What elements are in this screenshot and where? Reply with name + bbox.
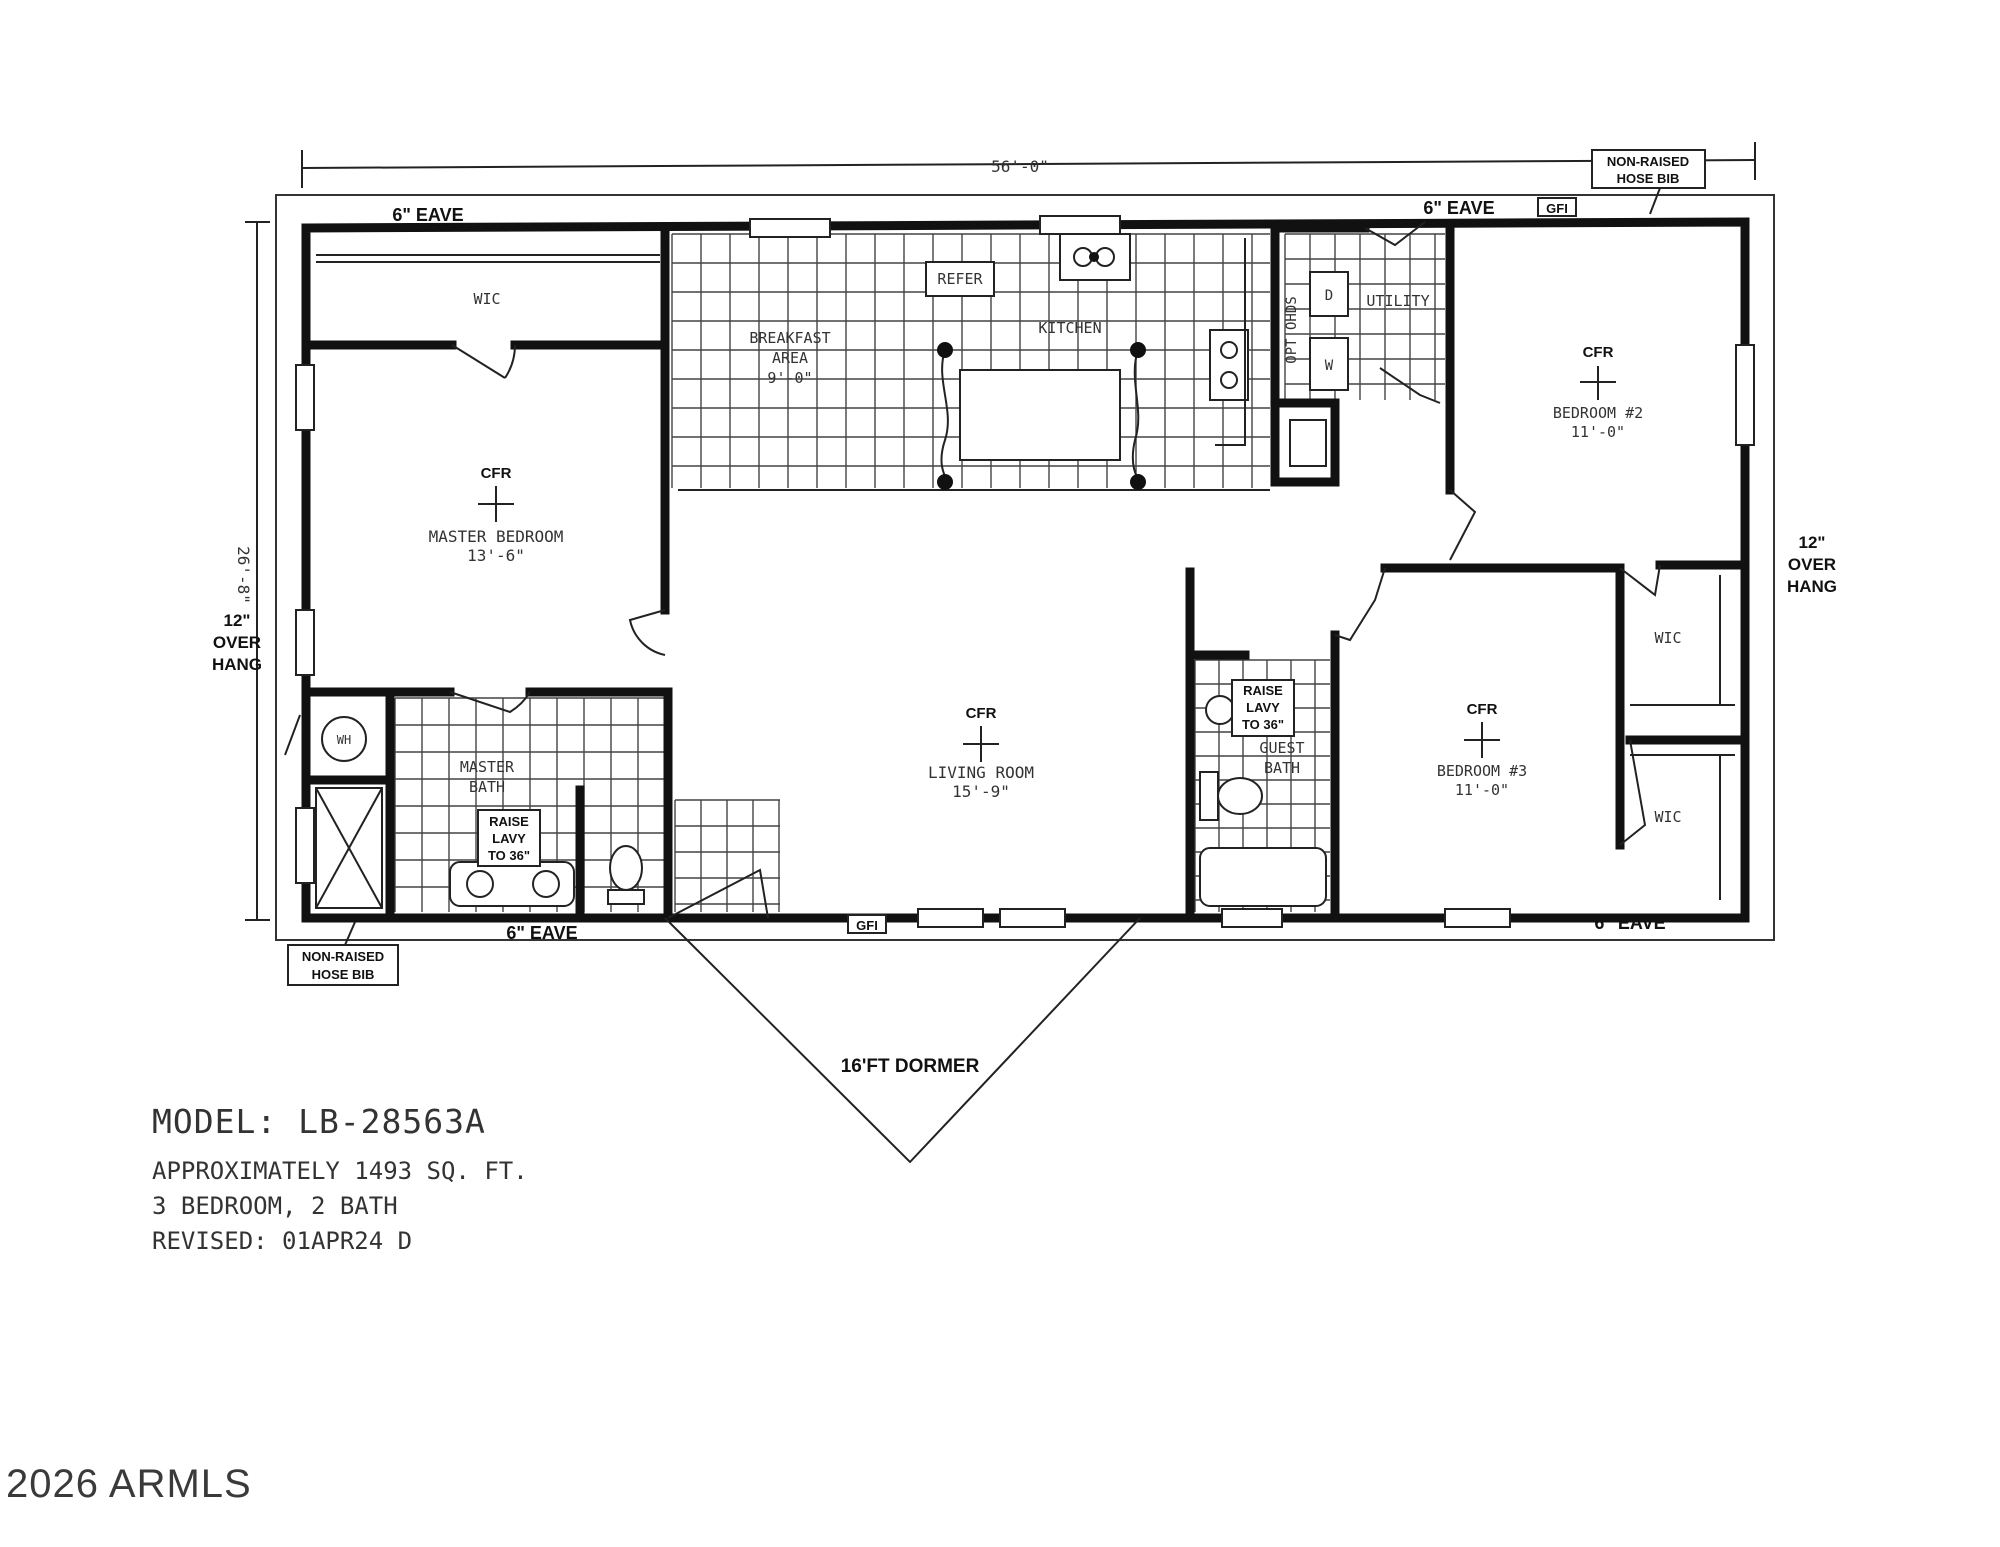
svg-text:HANG: HANG — [1787, 577, 1837, 596]
svg-text:BREAKFAST: BREAKFAST — [749, 329, 830, 347]
cfr-label: CFR — [1467, 701, 1498, 718]
laundry-appliances: D W — [1289, 271, 1349, 467]
svg-text:HOSE BIB: HOSE BIB — [312, 967, 375, 982]
hose-bib-top: NON-RAISED HOSE BIB — [1591, 149, 1706, 215]
svg-text:12": 12" — [1799, 533, 1826, 552]
svg-text:RAISE: RAISE — [1243, 683, 1283, 698]
wic-master-label: WIC — [473, 290, 500, 308]
interior-walls — [301, 223, 1750, 923]
dormer: 16'FT DORMER — [664, 917, 1141, 1164]
eave-bottom-left: 6" EAVE — [506, 923, 577, 943]
kitchen-label: KITCHEN — [1038, 319, 1101, 337]
svg-text:15'-9": 15'-9" — [952, 782, 1010, 801]
watermark: 2026 ARMLS — [6, 1462, 252, 1506]
cfr-label: CFR — [966, 705, 997, 722]
bedroom-3: CFR BEDROOM #3 11'-0" — [1437, 701, 1527, 799]
svg-text:BATH: BATH — [1264, 759, 1300, 777]
kitchen-island — [937, 342, 1146, 490]
hose-bib-bottom: NON-RAISED HOSE BIB — [287, 921, 399, 986]
svg-text:OVER: OVER — [1788, 555, 1836, 574]
svg-text:GFI: GFI — [856, 918, 878, 933]
square-footage: APPROXIMATELY 1493 SQ. FT. — [152, 1157, 528, 1185]
wic-bed3-bottom-label: WIC — [1654, 808, 1681, 826]
kitchen-counter — [925, 233, 1249, 446]
doors — [284, 221, 1661, 919]
svg-text:GFI: GFI — [1546, 201, 1568, 216]
dimension-top: 56'-0" — [301, 142, 1756, 188]
washer-label: W — [1325, 358, 1334, 374]
dormer-label: 16'FT DORMER — [841, 1056, 980, 1077]
svg-text:LIVING ROOM: LIVING ROOM — [928, 763, 1034, 782]
master-bath-fixtures: WH — [315, 716, 645, 909]
living-room: CFR LIVING ROOM 15'-9" — [928, 705, 1034, 801]
svg-text:LAVY: LAVY — [492, 831, 526, 846]
svg-text:RAISE: RAISE — [489, 814, 529, 829]
guest-bath-fixtures — [1199, 695, 1327, 907]
svg-text:AREA: AREA — [772, 349, 808, 367]
svg-text:LAVY: LAVY — [1246, 700, 1280, 715]
svg-text:GUEST: GUEST — [1259, 739, 1304, 757]
svg-text:BEDROOM #3: BEDROOM #3 — [1437, 762, 1527, 780]
svg-text:13'-6": 13'-6" — [467, 546, 525, 565]
eave-top-left: 6" EAVE — [392, 205, 463, 225]
svg-text:HOSE BIB: HOSE BIB — [1617, 171, 1680, 186]
svg-text:OVER: OVER — [213, 633, 261, 652]
guest-bath: GUEST BATH — [1259, 739, 1304, 777]
svg-text:TO 36": TO 36" — [1242, 717, 1284, 732]
master-bedroom: CFR MASTER BEDROOM 13'-6" — [429, 465, 564, 565]
svg-text:MASTER BEDROOM: MASTER BEDROOM — [429, 527, 564, 546]
dryer-label: D — [1325, 288, 1333, 304]
revision-date: REVISED: 01APR24 D — [152, 1227, 413, 1255]
svg-text:NON-RAISED: NON-RAISED — [302, 949, 384, 964]
master-bath: MASTER BATH — [460, 758, 515, 796]
gfi-bottom: GFI — [847, 914, 887, 934]
dimension-top-label: 56'-0" — [991, 157, 1049, 176]
eave-top-right: 6" EAVE — [1423, 198, 1494, 218]
bedroom-2: CFR BEDROOM #2 11'-0" — [1553, 344, 1643, 441]
wic-bed3-top-label: WIC — [1654, 629, 1681, 647]
eave-outline — [275, 194, 1775, 941]
dimension-side-label: 26'-8" — [234, 546, 253, 604]
closet-shelves — [316, 254, 1735, 900]
svg-text:11'-0": 11'-0" — [1571, 423, 1625, 441]
gfi-top: GFI — [1537, 197, 1577, 217]
bed-bath-count: 3 BEDROOM, 2 BATH — [152, 1192, 398, 1220]
refer-label: REFER — [937, 270, 983, 288]
cfr-label: CFR — [1583, 344, 1614, 361]
opt-ohds-label: OPT OHDS — [1284, 296, 1300, 363]
svg-text:11'-0": 11'-0" — [1455, 781, 1509, 799]
eave-bottom-right: 6" EAVE — [1594, 913, 1665, 933]
svg-text:BEDROOM #2: BEDROOM #2 — [1553, 404, 1643, 422]
dimension-side: 26'-8" — [234, 221, 270, 921]
water-heater-label: WH — [337, 733, 351, 747]
svg-text:BATH: BATH — [469, 778, 505, 796]
svg-text:TO 36": TO 36" — [488, 848, 530, 863]
raise-lavy-guest: RAISE LAVY TO 36" — [1231, 679, 1295, 737]
cfr-label: CFR — [481, 465, 512, 482]
overhang-right: 12" OVER HANG — [1787, 533, 1837, 596]
utility-label: UTILITY — [1366, 292, 1429, 310]
svg-text:12": 12" — [224, 611, 251, 630]
breakfast-area: BREAKFAST AREA 9'-0" — [749, 329, 830, 387]
model-number: MODEL: LB-28563A — [152, 1102, 486, 1141]
svg-text:9'-0": 9'-0" — [767, 369, 812, 387]
svg-text:HANG: HANG — [212, 655, 262, 674]
svg-text:NON-RAISED: NON-RAISED — [1607, 154, 1689, 169]
raise-lavy-master: RAISE LAVY TO 36" — [477, 809, 541, 867]
svg-text:MASTER: MASTER — [460, 758, 515, 776]
overhang-left: 12" OVER HANG — [212, 611, 262, 674]
windows — [295, 215, 1755, 928]
